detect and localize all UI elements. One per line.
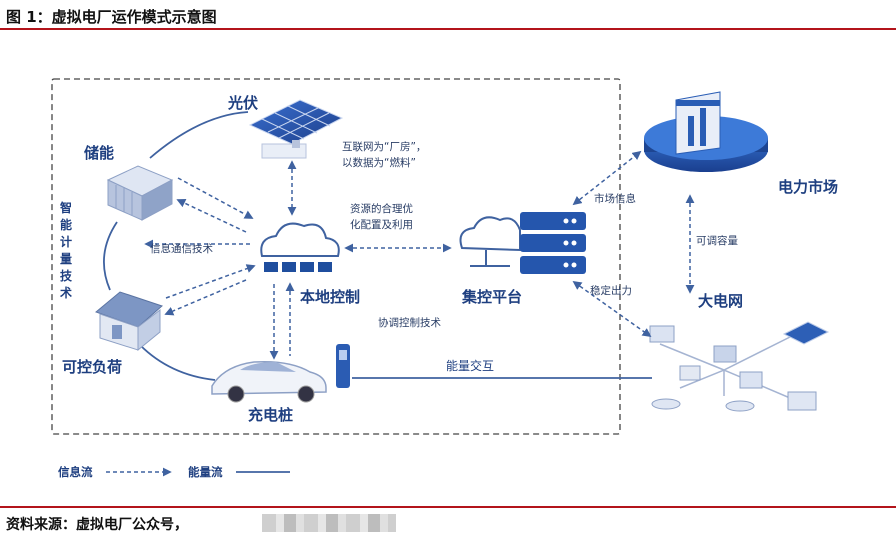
annotation-resource-opt-2: 化配置及利用: [350, 218, 413, 231]
load-label: 可控负荷: [62, 358, 122, 376]
redacted-source: [262, 514, 396, 532]
solar-label: 光伏: [227, 94, 258, 112]
annotation-energy-exchange: 能量交互: [446, 358, 494, 373]
annotation-resource-opt-1: 资源的合理优: [350, 202, 413, 215]
annotation-adjustable-capacity: 可调容量: [696, 234, 738, 247]
platform-label: 集控平台: [461, 288, 522, 306]
platform-server-icon: [459, 212, 586, 274]
legend: 信息流 能量流: [58, 465, 290, 479]
market-building-icon: [644, 91, 768, 172]
figure-title: 图 1：虚拟电厂运作模式示意图: [6, 8, 217, 26]
bottom-rule: [0, 506, 896, 508]
vpp-boundary: [51, 78, 621, 435]
cloud-server-icon: [260, 222, 340, 272]
electric-car-icon: [211, 360, 327, 403]
smart-char: 量: [60, 252, 72, 266]
ring-arc-top: [149, 111, 249, 159]
grid-label: 大电网: [698, 292, 743, 310]
charger-station-icon: [336, 344, 350, 388]
source-note: 资料来源：虚拟电厂公众号，: [6, 517, 188, 533]
annotation-stable-output: 稳定出力: [590, 284, 632, 297]
market-label: 电力市场: [778, 178, 838, 196]
info-arrow-platform-grid: [572, 280, 652, 338]
info-arrow-storage-cloud-a: [177, 177, 254, 219]
storage-label: 储能: [84, 144, 114, 162]
storage-icon: [106, 165, 174, 221]
smart-char: 术: [59, 285, 72, 300]
ring-arc-left: [103, 221, 118, 291]
info-arrow-load-cloud-b: [164, 279, 247, 316]
smart-metering-text: 智 能 计 量 技 术: [59, 200, 73, 300]
info-arrow-load-cloud-a: [165, 264, 256, 299]
local-control-label: 本地控制: [300, 288, 360, 306]
info-arrow-platform-market: [572, 150, 642, 206]
smart-char: 计: [60, 234, 72, 249]
power-grid-icon: [649, 321, 830, 412]
annotation-market-info: 市场信息: [594, 192, 636, 205]
info-arrow-storage-cloud-b: [176, 198, 247, 233]
smart-char: 能: [60, 217, 72, 232]
annotation-coord-control: 协调控制技术: [378, 316, 441, 329]
annotation-data-fuel: 以数据为“燃料”: [342, 156, 416, 169]
legend-energy-flow-label: 能量流: [188, 465, 223, 479]
charger-label: 充电桩: [248, 406, 293, 424]
info-flow-arrows: [144, 150, 695, 360]
smart-char: 智: [59, 200, 72, 215]
ring-arc-bottom: [139, 344, 216, 381]
annotation-info-comm: 信息通信技术: [150, 242, 213, 255]
top-rule: [0, 28, 896, 30]
annotation-internet-factory: 互联网为“厂房”，: [342, 140, 426, 153]
house-icon: [95, 291, 163, 352]
legend-info-flow-label: 信息流: [58, 465, 93, 479]
solar-panel-icon: [248, 99, 344, 159]
smart-char: 技: [60, 268, 73, 283]
